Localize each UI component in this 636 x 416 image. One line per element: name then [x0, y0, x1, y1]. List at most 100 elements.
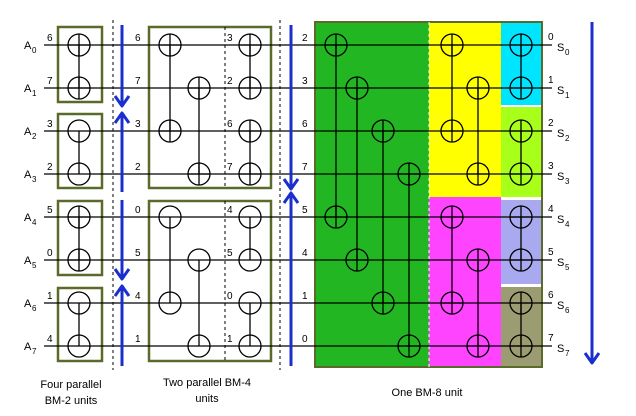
value-after-bm2: 3	[135, 119, 141, 130]
value-bm4-mid: 1	[227, 334, 233, 345]
bm8-green-region	[315, 22, 429, 367]
value-input: 4	[47, 334, 53, 345]
bm4-unit-box	[147, 199, 273, 363]
input-label-subscript: 6	[32, 304, 37, 313]
value-after-bm2: 7	[135, 76, 141, 87]
bm8-yellow-region	[429, 22, 501, 197]
output-label: S	[557, 128, 564, 140]
comparator-node	[67, 334, 91, 358]
output-label: S	[557, 214, 564, 226]
value-bm4-mid: 0	[227, 291, 233, 302]
value-after-bm2: 6	[135, 33, 141, 44]
arrow-up-head	[113, 111, 131, 124]
output-label-subscript: 2	[565, 134, 570, 143]
bm2-unit-box	[56, 199, 104, 277]
comparator-node	[187, 334, 211, 358]
input-label: A	[24, 212, 32, 224]
comparator-node	[67, 291, 91, 315]
value-after-bm2: 0	[135, 205, 141, 216]
comparator-node	[238, 205, 262, 229]
value-output: 1	[548, 75, 554, 86]
comparator-node	[158, 205, 182, 229]
value-input: 3	[47, 119, 53, 130]
value-after-bm4: 2	[302, 33, 308, 44]
bm2-unit-box	[56, 286, 104, 363]
input-label-subscript: 2	[32, 132, 37, 141]
bm2-unit-box	[56, 112, 104, 190]
output-label-subscript: 6	[565, 306, 570, 315]
arrow-up-head	[113, 284, 131, 297]
value-input: 0	[47, 248, 53, 259]
input-label-subscript: 4	[32, 218, 37, 227]
value-bm4-mid: 5	[227, 248, 233, 259]
input-label: A	[24, 126, 32, 138]
arrow-up-head	[282, 191, 300, 204]
value-bm4-mid: 3	[227, 33, 233, 44]
value-bm4-mid: 6	[227, 119, 233, 130]
value-input: 2	[47, 162, 53, 173]
input-label-subscript: 0	[32, 46, 37, 55]
bm2-unit-box	[56, 25, 104, 104]
value-output: 7	[548, 333, 554, 344]
value-output: 4	[548, 204, 554, 215]
output-label: S	[557, 300, 564, 312]
value-output: 6	[548, 290, 554, 301]
value-bm4-mid: 7	[227, 162, 233, 173]
arrow-down-head	[282, 178, 300, 191]
value-after-bm4: 0	[302, 334, 308, 345]
value-after-bm2: 1	[135, 334, 141, 345]
output-label-subscript: 7	[565, 349, 570, 358]
input-label: A	[24, 169, 32, 181]
input-label: A	[24, 255, 32, 267]
value-bm4-mid: 2	[227, 76, 233, 87]
arrow-down-head	[113, 268, 131, 281]
input-label: A	[24, 83, 32, 95]
comparator-node	[158, 291, 182, 315]
comparator-node	[67, 119, 91, 143]
value-after-bm2: 2	[135, 162, 141, 173]
value-output: 5	[548, 247, 554, 258]
output-label-subscript: 1	[565, 91, 570, 100]
caption-bm2: BM-2 units	[45, 395, 98, 407]
caption-bm4: Two parallel BM-4	[163, 377, 251, 389]
value-after-bm2: 5	[135, 248, 141, 259]
value-output: 2	[548, 118, 554, 129]
value-after-bm4: 7	[302, 162, 308, 173]
output-label-subscript: 3	[565, 177, 570, 186]
value-after-bm4: 1	[302, 291, 308, 302]
value-input: 5	[47, 205, 53, 216]
input-label-subscript: 7	[32, 347, 37, 356]
comparator-node	[187, 248, 211, 272]
value-after-bm4: 4	[302, 248, 308, 259]
value-after-bm2: 4	[135, 291, 141, 302]
value-output: 0	[548, 32, 554, 43]
output-label: S	[557, 85, 564, 97]
value-bm4-mid: 4	[227, 205, 233, 216]
value-input: 6	[47, 33, 53, 44]
comparator-node	[238, 291, 262, 315]
input-label: A	[24, 298, 32, 310]
value-input: 1	[47, 291, 53, 302]
comparator-node	[238, 334, 262, 358]
output-label-subscript: 5	[565, 263, 570, 272]
input-label-subscript: 1	[32, 89, 37, 98]
bm4-unit-box	[147, 25, 273, 190]
caption-bm2: Four parallel	[40, 379, 101, 391]
caption-bm4: units	[195, 393, 219, 405]
output-label: S	[557, 42, 564, 54]
output-label-subscript: 0	[565, 48, 570, 57]
arrow-down-head	[583, 352, 601, 365]
value-after-bm4: 3	[302, 76, 308, 87]
value-output: 3	[548, 161, 554, 172]
value-after-bm4: 6	[302, 119, 308, 130]
value-after-bm4: 5	[302, 205, 308, 216]
value-input: 7	[47, 76, 53, 87]
caption-bm8: One BM-8 unit	[392, 387, 463, 399]
output-label-subscript: 4	[565, 220, 570, 229]
input-label: A	[24, 341, 32, 353]
output-label: S	[557, 171, 564, 183]
comparator-node	[238, 248, 262, 272]
input-label: A	[24, 40, 32, 52]
input-label-subscript: 5	[32, 261, 37, 270]
